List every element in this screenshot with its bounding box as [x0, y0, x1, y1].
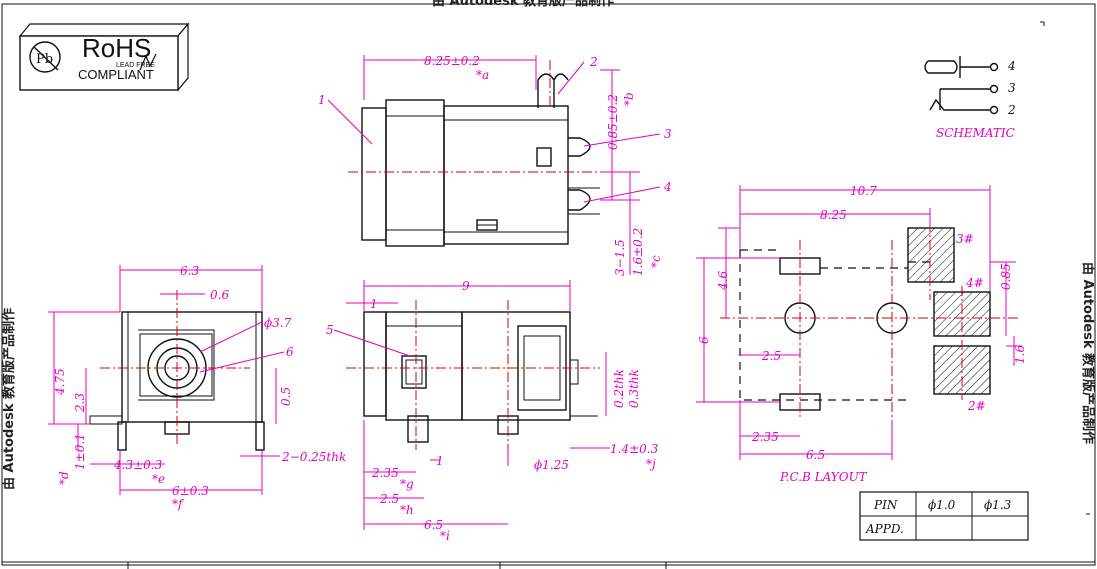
dim-37: ϕ3.7: [264, 316, 292, 330]
front-view: 6.3 0.6 ϕ3.7 6 4.75 2.3 0.5 1±0.1 *d 4.3…: [48, 264, 346, 511]
dim-46: 4.6: [716, 271, 730, 291]
schematic-pin-4: 4: [1007, 59, 1016, 73]
dim-g-ref: *g: [400, 477, 414, 491]
dim-width-top: 8.25±0.2: [424, 54, 480, 68]
dim-25-side: 2.5: [379, 492, 399, 506]
dim-14: 1.4±0.3: [610, 442, 659, 456]
no-lead-icon: [29, 41, 61, 73]
table-header-13: ϕ1.3: [984, 498, 1012, 512]
dim-1: 1±0.1: [73, 433, 87, 470]
dim-107: 10.7: [850, 184, 877, 198]
pcb-layout: 3# 4# 2# 10.7 8.25 4.6 6 2.5 2.35 6.5 0.…: [696, 184, 1027, 484]
dim-a-ref: *a: [476, 68, 489, 82]
table-header-10: ϕ1.0: [928, 498, 956, 512]
dim-c: 1.6±0.2: [631, 228, 645, 276]
dim-9: 9: [462, 279, 470, 293]
schematic-label: SCHEMATIC: [936, 126, 1015, 140]
schematic-pin-2: 2: [1007, 103, 1016, 117]
dim-475: 4.75: [53, 368, 67, 396]
dim-h-ref: *h: [400, 503, 414, 517]
dim-e-ref: *e: [152, 472, 165, 486]
dim-125: ϕ1.25: [534, 458, 569, 472]
callout-6: 6: [286, 345, 294, 359]
dim-65-side: 6.5: [424, 518, 443, 532]
dim-6-pcb: 6: [697, 336, 711, 344]
callout-5: 5: [326, 323, 334, 337]
side-view: 9 1 5 0.2thk 0.3thk 1.4±0.3 *j ϕ1.25 1 2…: [326, 279, 659, 543]
callout-4: 4: [663, 180, 672, 194]
dim-b: 0.85±0.2: [606, 94, 620, 150]
dim-235-side: 2.35: [371, 466, 399, 480]
rohs-title: RoHS: [82, 33, 151, 63]
frame-border: [1, 3, 1096, 566]
dim-thk: 2−0.25thk: [281, 450, 346, 464]
callout-2: 2: [589, 55, 598, 69]
pad-label-4: 4#: [965, 276, 984, 290]
dim-315: 3−1.5: [613, 239, 627, 276]
dim-03thk: 0.3thk: [627, 369, 641, 408]
dim-6: 6±0.3: [172, 484, 209, 498]
side-callout-1: 1: [436, 454, 444, 468]
watermark-right: 由 Autodesk 教育版产品制作: [1080, 262, 1096, 444]
pin-table: PIN ϕ1.0 ϕ1.3 APPD.: [859, 491, 1029, 541]
pcb-label: P.C.B LAYOUT: [779, 470, 868, 484]
dim-23: 2.3: [73, 393, 87, 413]
top-view: 8.25±0.2 *a 0.85±0.2 *b 3−1.5 1.6±0.2 *c…: [318, 54, 672, 276]
rohs-small: LEAD FREE: [116, 62, 155, 69]
dim-65-pcb: 6.5: [806, 448, 825, 462]
dim-235-pcb: 2.35: [751, 430, 779, 444]
dim-25-pcb: 2.5: [761, 349, 781, 363]
callout-1: 1: [318, 93, 326, 107]
dim-43: 4.3±0.3: [113, 458, 163, 472]
pad-label-3: 3#: [956, 232, 974, 246]
rohs-badge: Pb RoHS LEAD FREE COMPLIANT: [18, 22, 190, 92]
dim-085: 0.85: [999, 263, 1013, 290]
dim-b-ref: *b: [622, 92, 636, 106]
pad-label-2: 2#: [967, 399, 986, 413]
dim-05: 0.5: [279, 387, 293, 406]
dim-825: 8.25: [820, 208, 847, 222]
dim-16: 1.6: [1013, 345, 1027, 364]
pad-3: [907, 227, 955, 283]
dim-c-ref: *c: [649, 255, 663, 268]
dim-06: 0.6: [210, 288, 229, 302]
dim-side-1: 1: [370, 297, 378, 311]
table-row-appd: APPD.: [865, 522, 904, 536]
table-header-pin: PIN: [873, 498, 898, 512]
dim-63: 6.3: [180, 264, 199, 278]
schematic-pin-3: 3: [1008, 81, 1016, 95]
dim-i-ref: *i: [440, 529, 450, 543]
watermark-left: 由 Autodesk 教育版产品制作: [1, 308, 17, 490]
dim-f-ref: *f: [172, 497, 185, 511]
dim-j-ref: *j: [646, 457, 656, 471]
dim-02thk: 0.2thk: [612, 369, 626, 408]
schematic: 4 3 2 SCHEMATIC: [924, 56, 1016, 140]
watermark-top: 由 Autodesk 教育版产品制作: [432, 0, 614, 9]
rohs-subtitle: COMPLIANT: [78, 67, 154, 82]
dim-d-ref: *d: [57, 471, 71, 485]
pb-logo: Pb: [36, 52, 53, 67]
callout-3: 3: [664, 127, 672, 141]
